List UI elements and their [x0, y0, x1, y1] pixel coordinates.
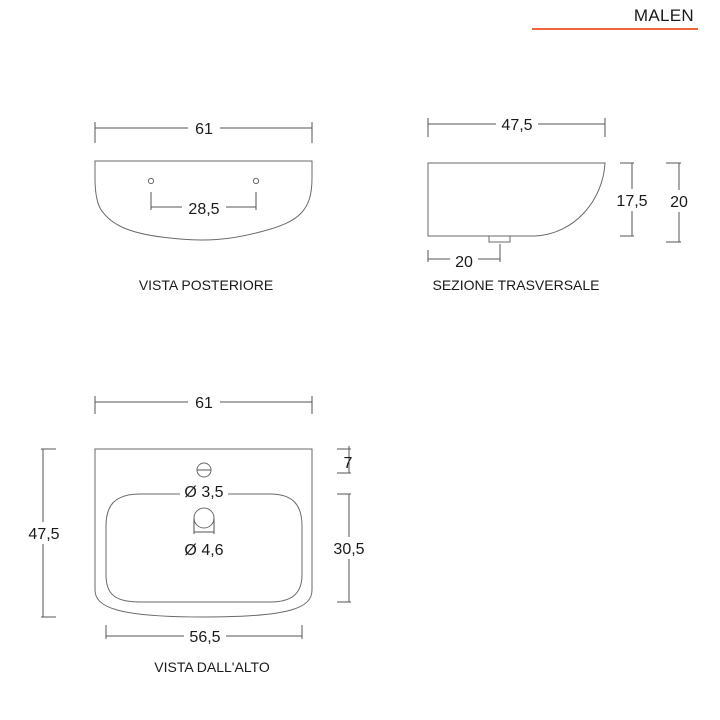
drain-hole	[193, 507, 215, 529]
dimension-top-depth: 47,5	[24, 448, 64, 618]
basin-back-outline	[94, 160, 313, 241]
dimension-drain-offset: 20	[427, 244, 501, 271]
dimension-width: 61	[94, 117, 313, 143]
brand-name: MALEN	[633, 6, 694, 25]
top-depth-label: 47,5	[28, 526, 59, 543]
fixing-hole-left	[147, 177, 155, 185]
tap-offset-label: 7	[344, 455, 353, 472]
depth-label: 47,5	[501, 117, 532, 134]
top-width-label: 61	[195, 395, 213, 412]
caption-alto: VISTA DALL'ALTO	[154, 659, 270, 675]
dimension-hole-spacing: 28,5	[150, 192, 257, 218]
tap-hole-label: Ø 3,5	[184, 484, 223, 501]
basin-section-outline	[427, 162, 606, 237]
view-alto: 61 Ø 3,5 Ø 4,6 47,5 56,5	[24, 391, 370, 675]
basin-top-outline	[94, 448, 313, 618]
caption-posteriore: VISTA POSTERIORE	[139, 277, 273, 293]
inner-height-label: 17,5	[616, 193, 647, 210]
drain-outlet	[488, 235, 511, 243]
bowl-width-label: 56,5	[189, 629, 220, 646]
brand-header: MALEN	[532, 0, 698, 31]
dimension-top-width: 61	[94, 391, 313, 414]
view-sezione: 47,5 20 17,5 20 SEZIONE TRASVERSALE	[427, 113, 694, 293]
width-label: 61	[195, 121, 213, 138]
dimension-bowl-width: 56,5	[105, 625, 303, 646]
dimension-depth: 47,5	[427, 113, 606, 137]
caption-sezione: SEZIONE TRASVERSALE	[432, 277, 599, 293]
total-height-label: 20	[670, 194, 688, 211]
dimension-inner-height: 17,5	[612, 162, 652, 237]
brand-accent-rule	[532, 28, 698, 30]
bowl-outline	[105, 493, 303, 603]
dimension-tap-offset: 7	[337, 446, 353, 474]
dimension-total-height: 20	[666, 162, 694, 243]
drain-offset-label: 20	[455, 254, 473, 271]
hole-spacing-label: 28,5	[188, 201, 219, 218]
view-posteriore: 61 28,5 VISTA POSTERIORE	[94, 117, 313, 293]
fixing-hole-right	[252, 177, 260, 185]
bowl-depth-label: 30,5	[333, 541, 364, 558]
drain-hole-label: Ø 4,6	[184, 542, 223, 559]
dimension-bowl-depth: 30,5	[330, 493, 370, 603]
